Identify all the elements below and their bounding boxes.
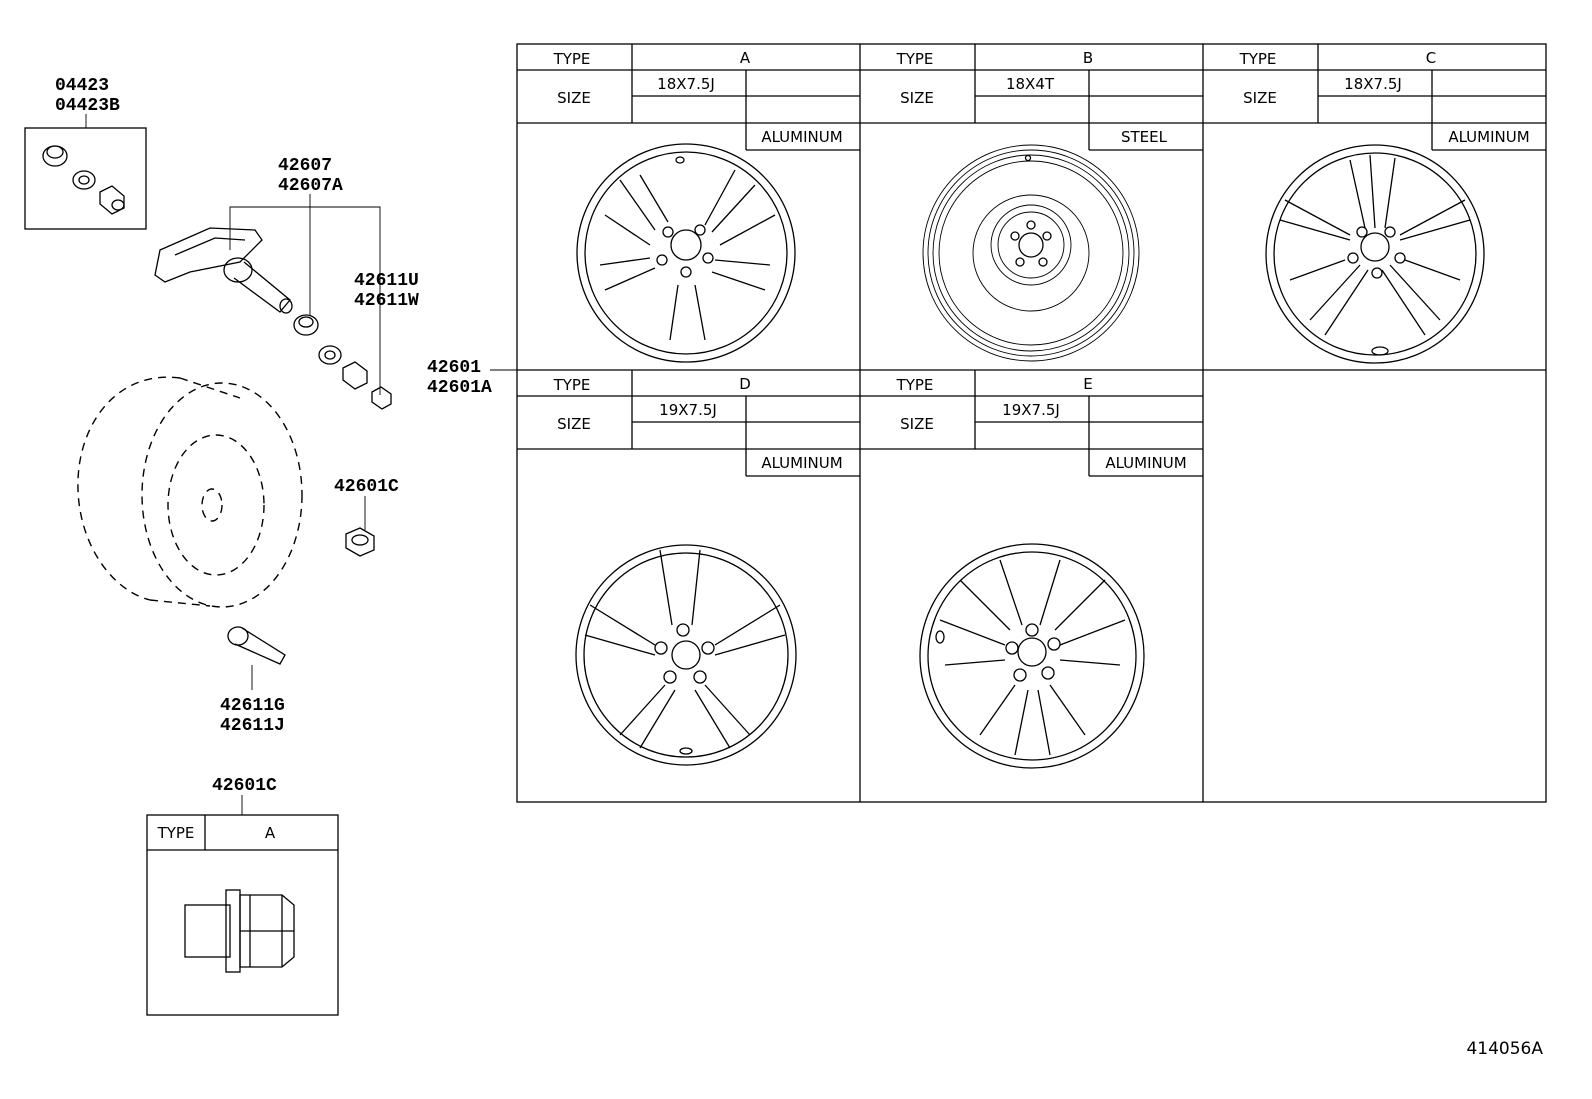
type-label-b: TYPE (896, 50, 934, 68)
material-a: ALUMINUM (761, 128, 842, 146)
part-number-42601: 42601 (427, 358, 481, 378)
material-d: ALUMINUM (761, 454, 842, 472)
nut-table-title: 42601C (212, 776, 277, 796)
type-value-d: D (739, 375, 751, 393)
wheel-c-illustration (1265, 144, 1485, 364)
part-number-42601C-nut: 42601C (334, 477, 399, 497)
wheel-e-illustration (919, 543, 1145, 769)
part-number-42607A: 42607A (278, 176, 343, 196)
size-label-a: SIZE (557, 89, 591, 107)
size-value-b: 18X4T (1006, 75, 1055, 93)
valve-stem-illustration (227, 626, 286, 690)
type-value-e: E (1083, 375, 1092, 393)
wheel-d-illustration (575, 544, 797, 766)
type-value-a: A (740, 49, 751, 67)
type-label-e: TYPE (896, 376, 934, 394)
nut-type-label: TYPE (157, 824, 195, 842)
wheel-cell-type-e: TYPE E SIZE 19X7.5J ALUMINUM (860, 370, 1203, 769)
part-number-42611J: 42611J (220, 716, 285, 736)
hub-nut-illustration (345, 527, 375, 557)
valve-cap-kit-illustration (24, 127, 147, 230)
lug-nut-illustration (184, 889, 295, 973)
part-number-42611W: 42611W (354, 291, 419, 311)
part-number-04423B: 04423B (55, 96, 120, 116)
nut-type-table: TYPE A (146, 814, 339, 1016)
material-c: ALUMINUM (1448, 128, 1529, 146)
wheel-cell-type-a: TYPE A SIZE 18X7.5J ALUMINUM (517, 44, 860, 363)
part-number-42611U: 42611U (354, 271, 419, 291)
part-number-42611G: 42611G (220, 696, 285, 716)
material-e: ALUMINUM (1105, 454, 1186, 472)
size-value-a: 18X7.5J (657, 75, 715, 93)
size-label-b: SIZE (900, 89, 934, 107)
part-number-42607: 42607 (278, 156, 332, 176)
type-value-b: B (1083, 49, 1093, 67)
type-label-a: TYPE (553, 50, 591, 68)
figure-id: 414056A (1466, 1039, 1543, 1059)
tire-outline-illustration (77, 376, 303, 608)
nut-type-value: A (265, 824, 276, 842)
part-number-42601A: 42601A (427, 378, 492, 398)
size-value-d: 19X7.5J (659, 401, 717, 419)
wheel-cell-type-c: TYPE C SIZE 18X7.5J ALUMINUM (1203, 44, 1546, 364)
wheel-type-grid (516, 43, 1547, 803)
material-b: STEEL (1121, 128, 1168, 146)
size-label-e: SIZE (900, 415, 934, 433)
size-value-c: 18X7.5J (1344, 75, 1402, 93)
type-label-c: TYPE (1239, 50, 1277, 68)
size-label-d: SIZE (557, 415, 591, 433)
wheel-a-illustration (576, 143, 796, 363)
part-number-04423: 04423 (55, 76, 109, 96)
type-value-c: C (1426, 49, 1436, 67)
type-label-d: TYPE (553, 376, 591, 394)
size-value-e: 19X7.5J (1002, 401, 1060, 419)
wheel-cell-type-b: TYPE B SIZE 18X4T STEEL (860, 44, 1203, 362)
wheel-b-illustration (922, 144, 1140, 362)
tpms-sensor-illustration (154, 227, 392, 410)
size-label-c: SIZE (1243, 89, 1277, 107)
wheel-cell-type-d: TYPE D SIZE 19X7.5J ALUMINUM (517, 370, 860, 766)
